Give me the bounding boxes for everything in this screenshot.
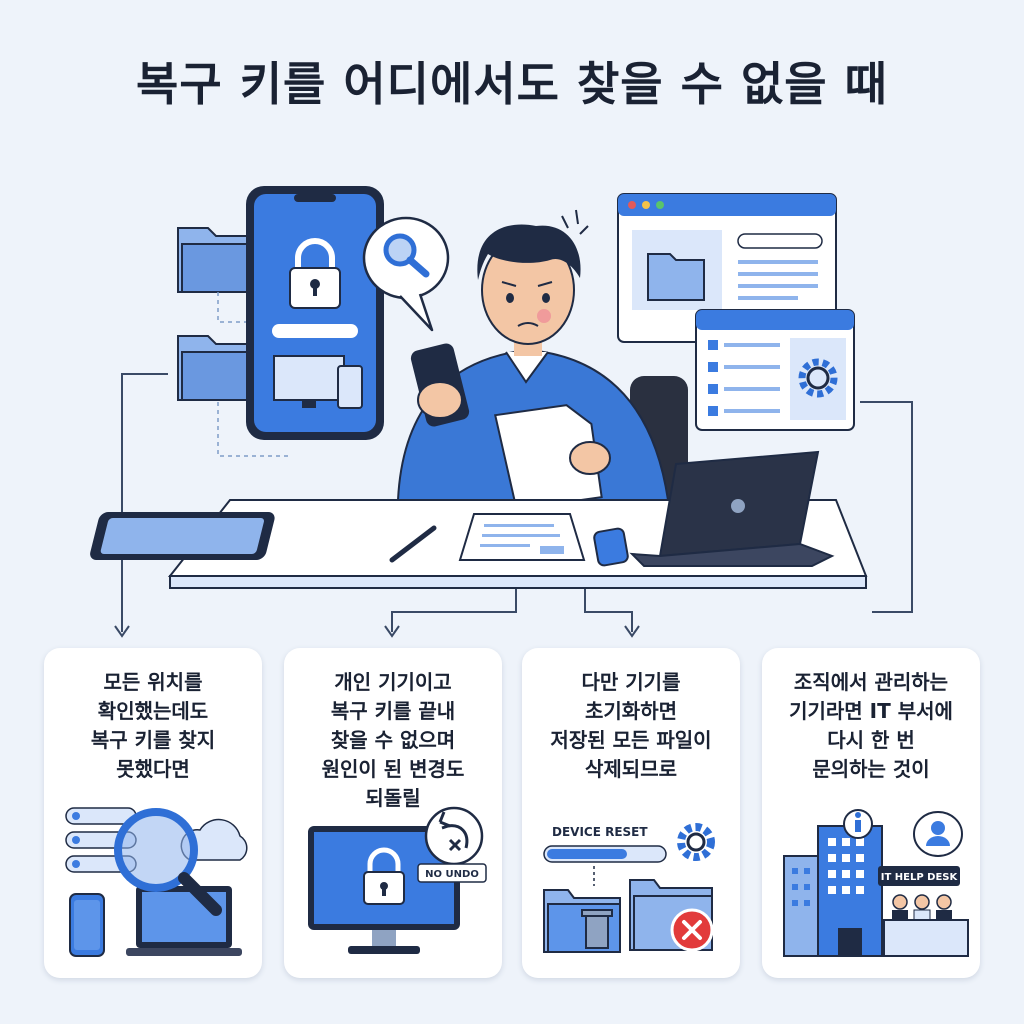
main-illustration	[90, 186, 913, 638]
undo-icon	[424, 806, 484, 866]
card-personal-device: 개인 기기이고 복구 키를 끝내 찾을 수 없으며 원인이 된 변경도 되돌릴 …	[284, 648, 502, 978]
search-bubble	[362, 216, 450, 332]
laptop-icon	[126, 886, 242, 956]
card-device-reset: 다만 기기를 초기화하면 저장된 모든 파일이 삭제되므로 DEVICE RES…	[522, 648, 740, 978]
paper-illustration	[494, 404, 611, 511]
delete-icon	[670, 908, 714, 952]
progress-bar	[543, 845, 667, 863]
device-reset-label: DEVICE RESET	[552, 825, 648, 839]
folder-icon	[177, 227, 257, 293]
support-agent-icon	[913, 811, 963, 857]
magnifier-icon	[114, 808, 222, 916]
card-text: 모든 위치를 확인했는데도 복구 키를 찾지 못했다면	[90, 670, 216, 781]
phone-illustration	[246, 186, 384, 440]
gear-icon	[798, 358, 838, 398]
desk-illustration	[90, 450, 868, 589]
document-illustration	[458, 513, 586, 561]
card-illustration: IT HELP DESK	[783, 809, 969, 957]
help-desk-staff	[892, 894, 952, 923]
card-illustration: DEVICE RESET	[543, 823, 715, 953]
trash-icon	[581, 909, 613, 949]
it-help-desk-label: IT HELP DESK	[881, 872, 959, 883]
monitor-icon	[273, 355, 363, 409]
phone-icon	[69, 893, 105, 957]
no-undo-label: NO UNDO	[425, 869, 479, 880]
card-illustration: NO UNDO	[308, 806, 487, 954]
card-text: 개인 기기이고 복구 키를 끝내 찾을 수 없으며 원인이 된 변경도 되돌릴	[321, 670, 465, 810]
card-it-department: 조직에서 관리하는 기기라면 IT 부서에 다시 한 번 문의하는 것이 IT …	[762, 648, 980, 978]
settings-window	[695, 309, 855, 431]
folder-icon	[177, 335, 257, 401]
building-icon	[783, 825, 883, 957]
laptop-illustration	[629, 450, 835, 567]
gear-icon	[677, 823, 715, 861]
card-text: 다만 기기를 초기화하면 저장된 모든 파일이 삭제되므로	[550, 670, 712, 781]
lock-icon	[289, 238, 341, 309]
card-search-all-locations: 모든 위치를 확인했는데도 복구 키를 찾지 못했다면	[44, 648, 262, 978]
info-icon	[843, 809, 873, 839]
card-text: 조직에서 관리하는 기기라면 IT 부서에 다시 한 번 문의하는 것이	[789, 670, 953, 781]
tablet-illustration	[90, 512, 275, 560]
browser-window	[617, 193, 837, 343]
page-title: 복구 키를 어디에서도 찾을 수 없을 때	[136, 57, 888, 111]
arrow-heads	[114, 625, 640, 638]
magnifier-icon	[383, 233, 430, 278]
card-illustration	[65, 807, 248, 957]
lock-icon	[363, 847, 405, 905]
